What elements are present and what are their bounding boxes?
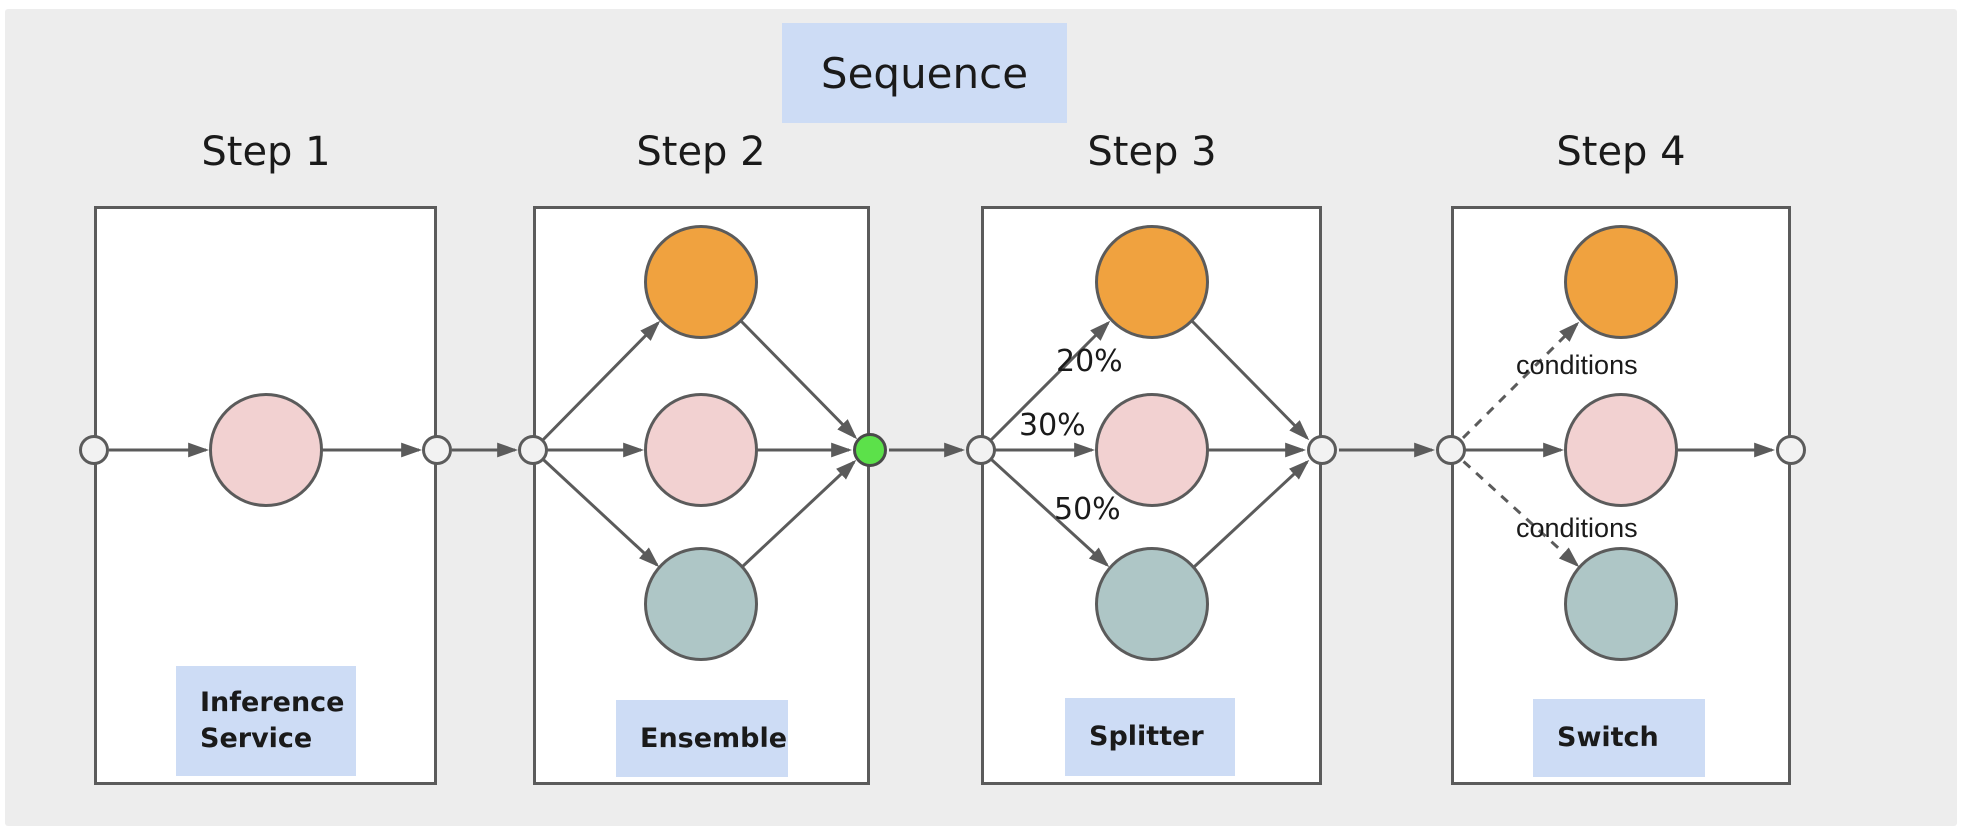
model-circle-teal-step4 (1564, 547, 1678, 661)
branch-label-50pct: 50% (1054, 492, 1121, 527)
connector-node-step2-output-green (853, 433, 887, 467)
model-circle-orange-step4 (1564, 225, 1678, 339)
connector-node-step3-input (966, 435, 996, 465)
model-circle-orange-step2 (644, 225, 758, 339)
model-circle-pink-step3 (1095, 393, 1209, 507)
step-label-chip-4: Switch (1533, 699, 1705, 777)
branch-label-conditions-bottom: conditions (1516, 513, 1638, 543)
step-title-3: Step 3 (1087, 129, 1217, 175)
step4-arrows (1449, 321, 1776, 568)
step3-arrows (979, 319, 1436, 569)
connector-node-step1-output (422, 435, 452, 465)
connector-node-step2-input (518, 435, 548, 465)
step-label-chip-2: Ensemble (616, 700, 788, 777)
model-circle-pink-step4 (1564, 393, 1678, 507)
model-circle-pink-step2 (644, 393, 758, 507)
step-title-2: Step 2 (636, 129, 766, 175)
connector-node-step4-input (1436, 435, 1466, 465)
connector-node-step1-input (79, 435, 109, 465)
step-title-1: Step 1 (201, 129, 331, 175)
connector-node-step3-output (1307, 435, 1337, 465)
model-circle-teal-step3 (1095, 547, 1209, 661)
branch-label-conditions-top: conditions (1516, 350, 1638, 380)
step-label-chip-1: Inference Service (176, 666, 356, 776)
step-label-chip-3: Splitter (1065, 698, 1235, 776)
connector-node-step4-output (1776, 435, 1806, 465)
step2-arrows (531, 319, 966, 569)
model-circle-pink-step1 (209, 393, 323, 507)
branch-label-30pct: 30% (1019, 408, 1086, 443)
step-title-4: Step 4 (1556, 129, 1686, 175)
sequence-title-chip: Sequence (782, 23, 1067, 123)
branch-label-20pct: 20% (1056, 344, 1123, 379)
model-circle-teal-step2 (644, 547, 758, 661)
model-circle-orange-step3 (1095, 225, 1209, 339)
